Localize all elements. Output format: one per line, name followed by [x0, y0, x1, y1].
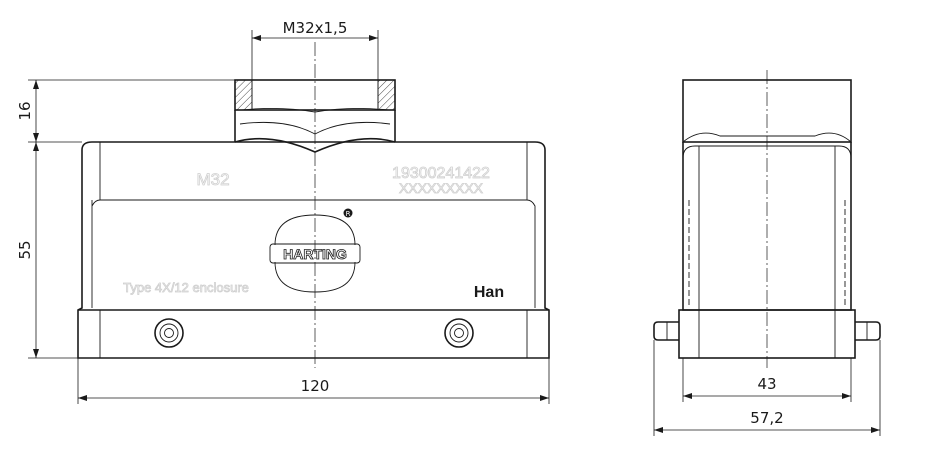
- front-view: HARTING R M32 19300241422 XXXXXXXXX Type…: [77, 42, 550, 368]
- width-side-outer-label: 57,2: [750, 409, 783, 427]
- dim-height-body: 55: [16, 142, 78, 359]
- dim-thread: M32x1,5: [251, 19, 379, 80]
- screw-right: [444, 318, 474, 348]
- locking-peg-right: [855, 321, 881, 341]
- series-label: Han: [474, 284, 504, 301]
- thread-hatch-right: [377, 79, 396, 111]
- hood-body: [77, 141, 550, 359]
- enclosure-rating: Type 4X/12 enclosure: [123, 280, 249, 295]
- locking-peg-left: [653, 321, 679, 341]
- thread-label: M32x1,5: [283, 19, 348, 37]
- dim-width-side-inner: 43: [682, 358, 852, 402]
- side-view: [653, 70, 881, 368]
- height-top-label: 16: [16, 101, 34, 120]
- height-body-label: 55: [16, 240, 34, 259]
- size-mark: M32: [196, 170, 229, 189]
- part-number-placeholder: XXXXXXXXX: [399, 180, 484, 196]
- thread-hatch-left: [234, 79, 253, 111]
- dim-height-top: 16: [16, 79, 235, 143]
- width-side-inner-label: 43: [757, 375, 776, 393]
- part-number: 19300241422: [392, 165, 490, 182]
- registered-mark-icon: [343, 208, 353, 218]
- svg-text:R: R: [346, 210, 351, 218]
- width-front-label: 120: [301, 377, 330, 395]
- dim-width-front: 120: [77, 358, 550, 404]
- dim-width-side-outer: 57,2: [653, 340, 881, 436]
- screw-left: [154, 318, 184, 348]
